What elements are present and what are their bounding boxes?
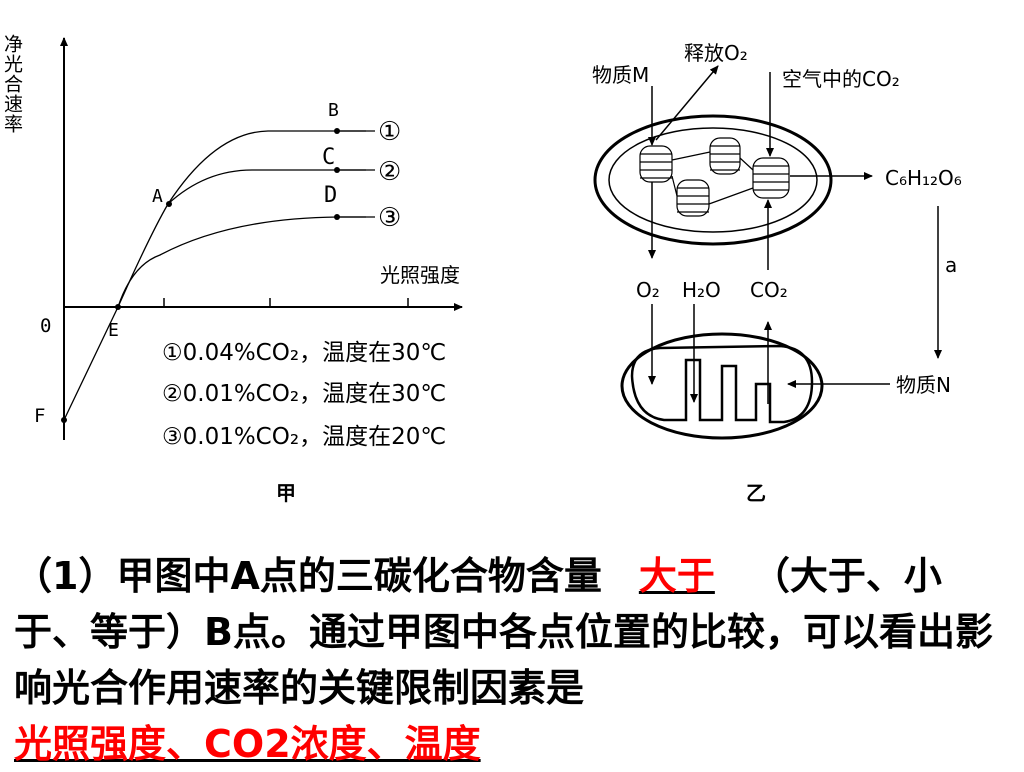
point-label-f: F <box>34 405 45 427</box>
curve-2 <box>167 169 375 205</box>
point-f <box>61 417 67 423</box>
answer-blank-1: 大于 <box>638 554 715 598</box>
granum-3 <box>676 179 710 217</box>
question-part-2: （大于、小于、等于）B点。通过甲图中各点位置的比较，可以看出影响光合作用速率的关… <box>14 554 993 710</box>
legend-item-1: ①0.04%CO₂，温度在30℃ <box>162 340 446 366</box>
point-label-c: C <box>322 145 335 170</box>
point-label-b: B <box>328 100 339 121</box>
point-label-e: E <box>108 320 119 341</box>
question-text: （1）甲图中A点的三碳化合物含量大于（大于、小于、等于）B点。通过甲图中各点位置… <box>14 548 1014 772</box>
label-substance-n: 物质N <box>896 373 951 397</box>
biology-figure: 净光合速率 光照强度 0 A B C D E F ① ② ③ ①0.04%CO₂… <box>1 34 962 505</box>
mitochondrion-cristae <box>630 344 814 424</box>
chloroplast-outer <box>593 114 833 246</box>
label-glucose: C₆H₁₂O₆ <box>885 166 962 190</box>
caption-yi: 乙 <box>746 481 766 505</box>
point-label-d: D <box>324 183 337 208</box>
label-co2: CO₂ <box>750 278 788 302</box>
curve-marker-2: ② <box>378 157 401 187</box>
granum-2 <box>709 137 741 175</box>
origin-label: 0 <box>40 315 51 337</box>
label-substance-m: 物质M <box>592 63 649 87</box>
granum-1 <box>639 145 673 183</box>
label-h2o: H₂O <box>682 278 721 302</box>
label-air-co2: 空气中的CO₂ <box>782 67 900 91</box>
point-label-a: A <box>152 186 163 207</box>
y-axis-label: 净光合速率 <box>1 34 23 134</box>
curve-marker-3: ③ <box>378 203 401 233</box>
answer-blank-2: 光照强度、CO2浓度、温度 <box>14 722 481 766</box>
label-o2: O₂ <box>636 278 660 302</box>
mitochondrion-outer <box>620 332 824 440</box>
caption-jia: 甲 <box>276 481 296 505</box>
point-a <box>166 201 172 207</box>
question-part-1: （1）甲图中A点的三碳化合物含量 <box>14 554 602 598</box>
diagram-yi: 释放O₂ 物质M 空气中的CO₂ C₆H₁₂O₆ a O₂ H₂O CO₂ 物质… <box>592 41 962 505</box>
graph-jia: 净光合速率 光照强度 0 A B C D E F ① ② ③ ①0.04%CO₂… <box>1 34 463 505</box>
chloroplast-inner <box>608 127 818 233</box>
x-axis-label: 光照强度 <box>380 263 460 287</box>
legend-item-3: ③0.01%CO₂，温度在20℃ <box>162 424 446 450</box>
x-axis-ticks <box>163 298 409 307</box>
curve-3 <box>117 216 375 308</box>
legend-item-2: ②0.01%CO₂，温度在30℃ <box>162 381 446 407</box>
granum-4 <box>752 157 790 199</box>
point-e <box>115 304 121 310</box>
label-release-o2: 释放O₂ <box>684 41 748 65</box>
arrow-release-o2 <box>655 65 719 141</box>
grana <box>639 137 790 217</box>
curve-marker-1: ① <box>378 117 401 147</box>
label-a: a <box>945 253 957 277</box>
